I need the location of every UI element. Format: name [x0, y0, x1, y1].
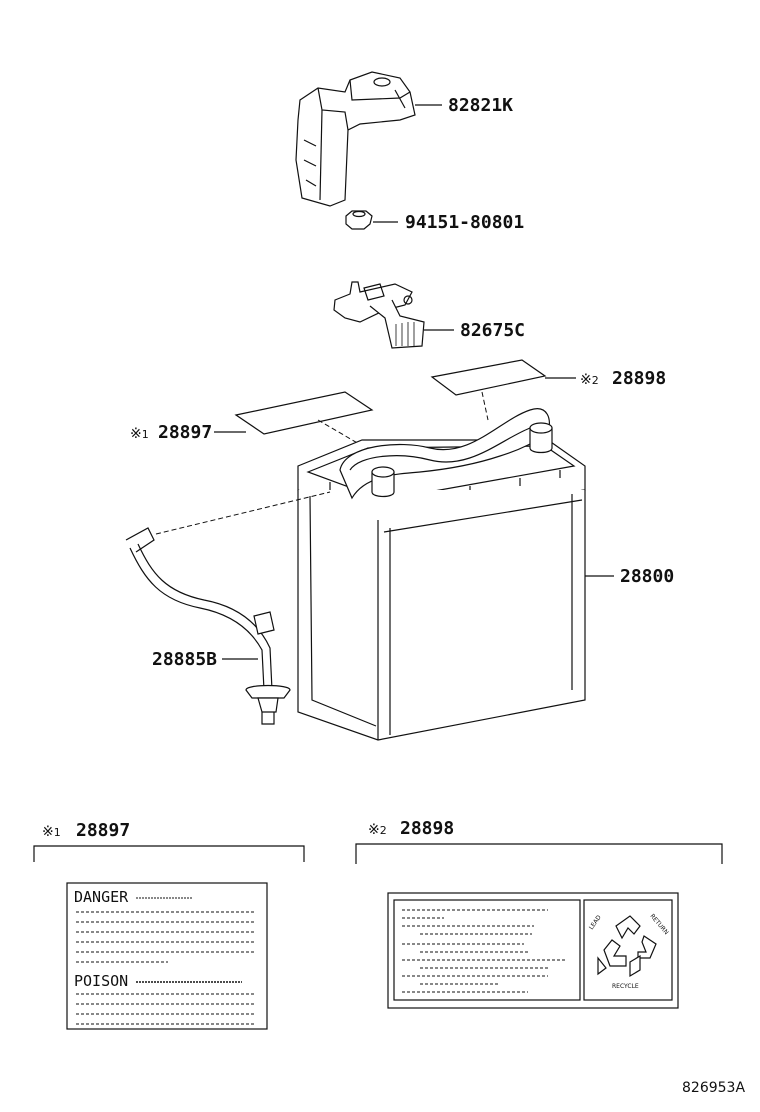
part-number-label-1: 28897: [158, 422, 212, 443]
note-mark-1-symbol: ※: [130, 426, 142, 442]
note-mark-2-num: 2: [592, 374, 599, 387]
detail-1-mark: ※1: [42, 824, 61, 840]
part-number-label-2: 28898: [612, 368, 666, 389]
part-number-cover: 82821K: [448, 95, 513, 116]
detail-1-part-number: 28897: [76, 820, 130, 841]
part-number-nut: 94151-80801: [405, 212, 524, 233]
detail-2-bracket: [355, 843, 723, 864]
placement-line-label-2: [481, 391, 489, 421]
detail-2-mark: ※2: [368, 822, 387, 838]
note-mark-2: ※2: [580, 372, 599, 388]
detail-2-part-number: 28898: [400, 818, 454, 839]
detail-1-mark-symbol: ※: [42, 824, 54, 840]
nut-drawing: [345, 210, 373, 230]
part-number-battery: 28800: [620, 566, 674, 587]
note-mark-1: ※1: [130, 426, 149, 442]
note-mark-2-symbol: ※: [580, 372, 592, 388]
label-28897-sticker: [234, 391, 374, 435]
detail-1-mark-num: 1: [54, 826, 61, 839]
figure-id: 826953A: [682, 1080, 745, 1096]
placement-line-hose: [155, 491, 331, 535]
battery-drawing: [297, 408, 586, 741]
detail-1-label-card: DANGER POISON: [66, 882, 268, 1030]
detail-2-mark-num: 2: [380, 824, 387, 837]
part-number-terminal: 82675C: [460, 320, 525, 341]
label-28898-sticker: [430, 359, 547, 396]
detail-1-word-danger: DANGER: [74, 888, 129, 906]
part-number-hose: 28885B: [152, 649, 217, 670]
battery-cover-drawing: [295, 71, 416, 207]
detail-2-mark-symbol: ※: [368, 822, 380, 838]
recycle-word-recycle: RECYCLE: [612, 983, 639, 990]
vent-hose-drawing: [125, 527, 291, 725]
detail-2-label-card: LEAD RETURN RECYCLE: [387, 892, 679, 1009]
detail-1-bracket: [33, 845, 305, 862]
terminal-drawing: [333, 281, 425, 349]
recycle-icon: [597, 915, 657, 978]
placement-line-label-1: [317, 419, 367, 449]
note-mark-1-num: 1: [142, 428, 149, 441]
detail-1-word-poison: POISON: [74, 972, 128, 990]
